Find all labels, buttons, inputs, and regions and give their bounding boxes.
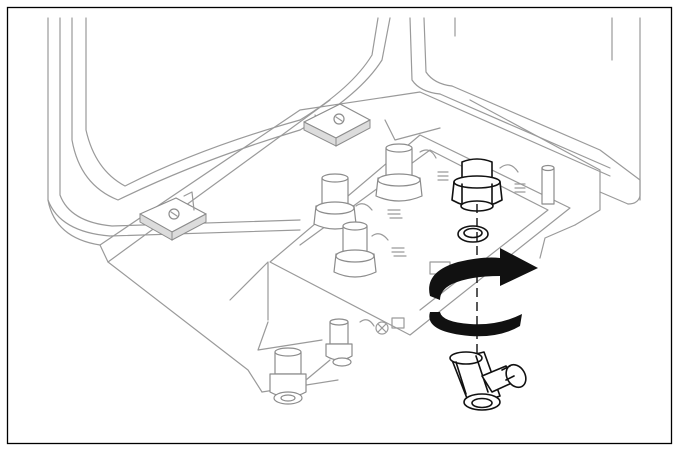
tighten-arrow-icon: [429, 248, 538, 337]
union-nut: [451, 158, 503, 212]
sealing-ring: [457, 225, 489, 243]
figure-frame: [6, 6, 673, 445]
isolation-valve: [449, 351, 527, 411]
pipe-connection: [375, 143, 423, 202]
service-valve: [269, 318, 353, 405]
pipe-connection: [541, 164, 555, 205]
pipe-connection: [333, 221, 377, 278]
pipe-connection: [313, 173, 357, 230]
connection-bracket: [303, 103, 371, 147]
connection-bracket: [139, 191, 207, 241]
